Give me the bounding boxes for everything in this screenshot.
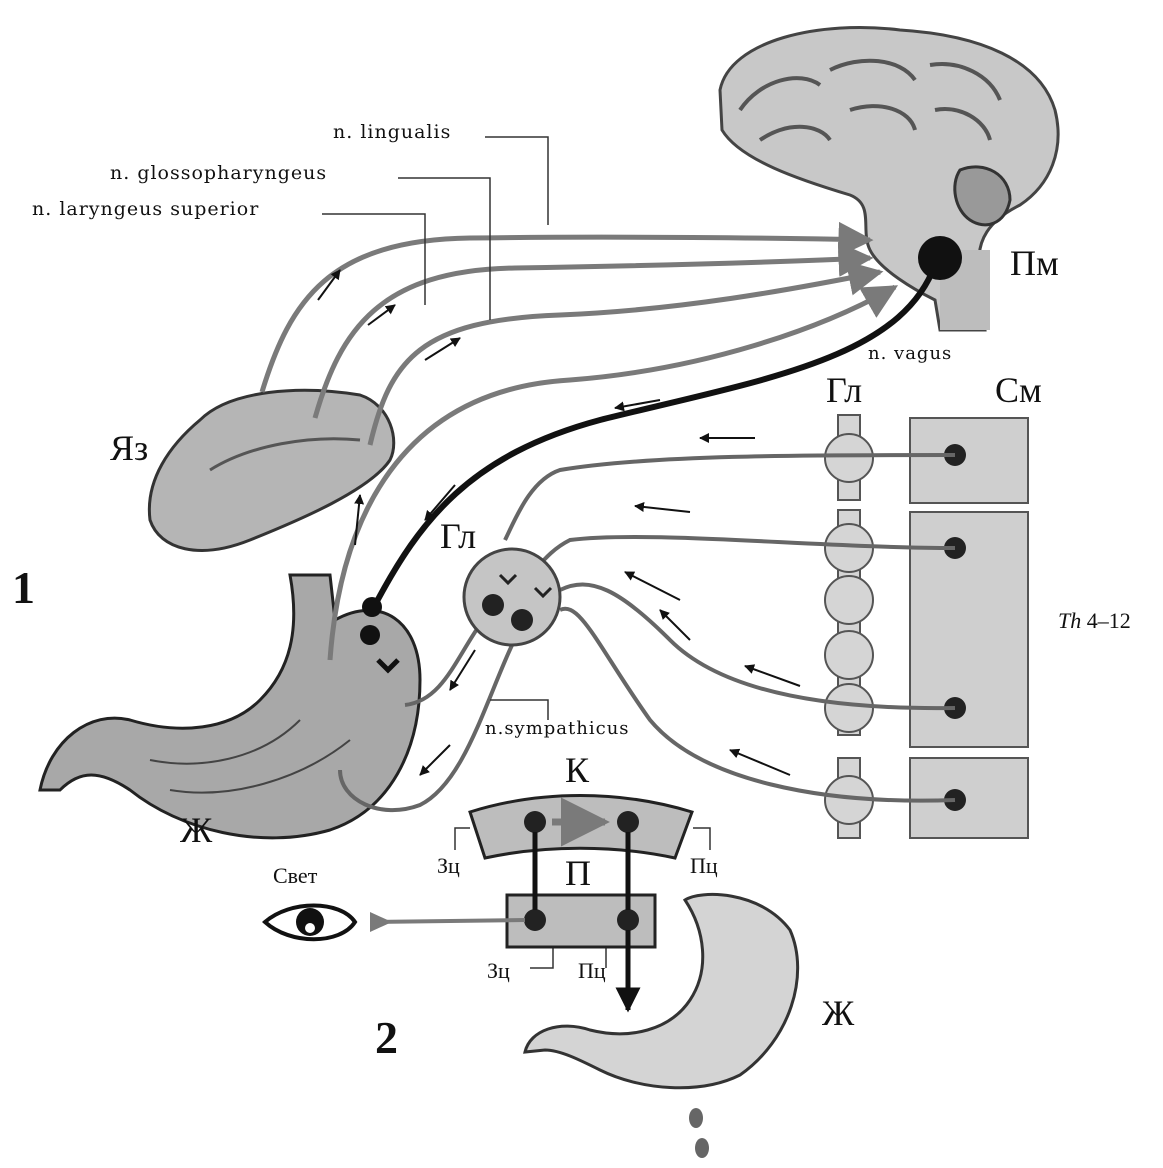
label-num-1: 1 bbox=[12, 565, 35, 611]
label-sm: См bbox=[995, 372, 1042, 408]
subcortex-block bbox=[507, 895, 655, 947]
label-pc-top: Пц bbox=[690, 855, 718, 877]
label-gl-top: Гл bbox=[826, 372, 862, 408]
label-n-vagus: n. vagus bbox=[868, 345, 952, 363]
vagus-nucleus bbox=[918, 236, 962, 280]
label-n-glossopharyngeus: n. glossopharyngeus bbox=[110, 164, 327, 183]
label-n-sympathicus: n.sympathicus bbox=[485, 720, 630, 738]
cortex-block bbox=[470, 796, 692, 859]
label-zh-top: Ж bbox=[180, 812, 212, 848]
label-pc-bottom: Пц bbox=[578, 960, 606, 982]
label-zc-bottom: Зц bbox=[487, 960, 510, 982]
th-prefix: Th bbox=[1058, 608, 1081, 633]
label-yaz: Яз bbox=[110, 430, 148, 466]
stomach-upper-illustration bbox=[40, 575, 420, 838]
brain-illustration bbox=[720, 28, 1058, 331]
label-pm: Пм bbox=[1010, 245, 1059, 281]
label-n-laryngeus-superior: n. laryngeus superior bbox=[32, 200, 259, 219]
label-zc-top: Зц bbox=[437, 855, 460, 877]
label-zh-bottom: Ж bbox=[822, 995, 854, 1031]
spinal-cord-segments bbox=[910, 418, 1028, 838]
label-gl-mid: Гл bbox=[440, 518, 476, 554]
label-svet: Свет bbox=[273, 865, 317, 887]
sympathetic-chain bbox=[825, 415, 873, 838]
th-range-value: 4–12 bbox=[1087, 608, 1131, 633]
label-p: П bbox=[565, 855, 591, 891]
label-n-lingualis: n. lingualis bbox=[333, 123, 451, 142]
label-k: К bbox=[565, 752, 589, 788]
label-th-range: Th 4–12 bbox=[1058, 610, 1131, 632]
prevertebral-ganglion bbox=[464, 549, 560, 645]
label-num-2: 2 bbox=[375, 1015, 398, 1061]
eye-icon bbox=[265, 906, 525, 940]
